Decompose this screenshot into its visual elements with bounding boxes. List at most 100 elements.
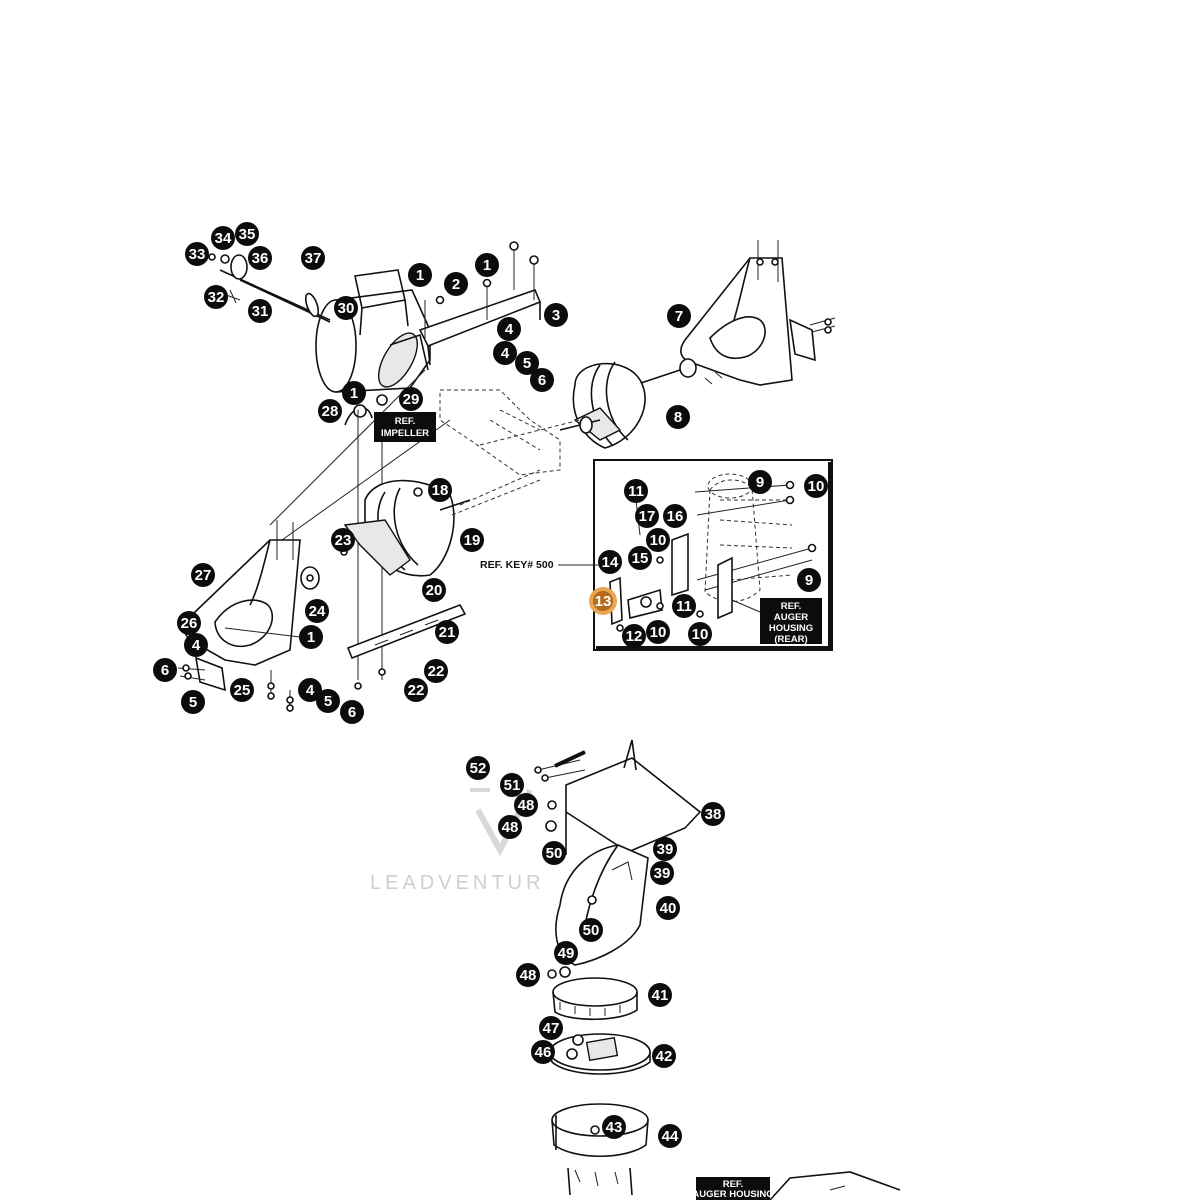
callout-33[interactable]: 33	[185, 242, 209, 266]
callout-number: 1	[416, 267, 424, 284]
callout-20[interactable]: 20	[422, 578, 446, 602]
ref-box-impeller-line-2: IMPELLER	[381, 428, 429, 439]
callout-22[interactable]: 22	[424, 659, 448, 683]
callout-17[interactable]: 17	[635, 504, 659, 528]
callout-bubble	[656, 896, 680, 920]
callout-number: 40	[660, 900, 677, 917]
callout-11[interactable]: 11	[624, 479, 648, 503]
callout-number: 4	[505, 321, 514, 338]
callout-number: 10	[650, 532, 667, 549]
watermark-text: LEADVENTUR	[370, 872, 544, 894]
callout-50[interactable]: 50	[579, 918, 603, 942]
callout-7[interactable]: 7	[667, 304, 691, 328]
callout-1[interactable]: 1	[475, 253, 499, 277]
callout-50[interactable]: 50	[542, 841, 566, 865]
callout-4[interactable]: 4	[298, 678, 322, 702]
callout-24[interactable]: 24	[305, 599, 329, 623]
callout-49[interactable]: 49	[554, 941, 578, 965]
callout-51[interactable]: 51	[500, 773, 524, 797]
callout-10[interactable]: 10	[688, 622, 712, 646]
callout-44[interactable]: 44	[658, 1124, 682, 1148]
callout-5[interactable]: 5	[181, 690, 205, 714]
callout-5[interactable]: 5	[515, 351, 539, 375]
callout-5[interactable]: 5	[316, 689, 340, 713]
callout-47[interactable]: 47	[539, 1016, 563, 1040]
callout-number: 15	[632, 550, 649, 567]
callout-bubble	[204, 285, 228, 309]
callout-52[interactable]: 52	[466, 756, 490, 780]
callout-number: 6	[538, 372, 546, 389]
callout-38[interactable]: 38	[701, 802, 725, 826]
callout-25[interactable]: 25	[230, 678, 254, 702]
callout-number: 50	[583, 922, 600, 939]
callout-39[interactable]: 39	[653, 837, 677, 861]
callout-13[interactable]: 13	[589, 587, 617, 615]
callout-4[interactable]: 4	[493, 341, 517, 365]
callout-14[interactable]: 14	[598, 550, 622, 574]
callout-48[interactable]: 48	[514, 793, 538, 817]
callout-18[interactable]: 18	[428, 478, 452, 502]
callout-1[interactable]: 1	[299, 625, 323, 649]
callout-23[interactable]: 23	[331, 528, 355, 552]
callout-21[interactable]: 21	[435, 620, 459, 644]
callout-32[interactable]: 32	[204, 285, 228, 309]
impeller-housing-assembly	[208, 241, 561, 680]
left-side-plate-assembly	[177, 520, 320, 712]
callout-4[interactable]: 4	[497, 317, 521, 341]
callout-27[interactable]: 27	[191, 563, 215, 587]
callout-16[interactable]: 16	[663, 504, 687, 528]
ref-box-auger-housing-rear: REF. AUGER HOUSING (REAR)	[760, 598, 822, 645]
callout-28[interactable]: 28	[318, 399, 342, 423]
callout-9[interactable]: 9	[797, 568, 821, 592]
callout-number: 22	[428, 663, 445, 680]
callout-35[interactable]: 35	[235, 222, 259, 246]
callout-34[interactable]: 34	[211, 226, 235, 250]
callout-number: 19	[464, 532, 481, 549]
callout-19[interactable]: 19	[460, 528, 484, 552]
callout-46[interactable]: 46	[531, 1040, 555, 1064]
callout-bubble	[475, 253, 499, 277]
callout-10[interactable]: 10	[646, 528, 670, 552]
callout-1[interactable]: 1	[342, 381, 366, 405]
callout-48[interactable]: 48	[516, 963, 540, 987]
callout-12[interactable]: 12	[622, 624, 646, 648]
callout-36[interactable]: 36	[248, 246, 272, 270]
callout-39[interactable]: 39	[650, 861, 674, 885]
callout-10[interactable]: 10	[804, 474, 828, 498]
callout-30[interactable]: 30	[334, 296, 358, 320]
callout-number: 49	[558, 945, 575, 962]
callout-4[interactable]: 4	[184, 633, 208, 657]
callout-number: 43	[606, 1119, 623, 1136]
callout-42[interactable]: 42	[652, 1044, 676, 1068]
callout-8[interactable]: 8	[666, 405, 690, 429]
callout-6[interactable]: 6	[530, 368, 554, 392]
callout-bubble	[516, 963, 540, 987]
callout-bubble	[624, 479, 648, 503]
callout-number: 5	[523, 355, 531, 372]
callout-6[interactable]: 6	[340, 700, 364, 724]
callout-48[interactable]: 48	[498, 815, 522, 839]
callout-6[interactable]: 6	[153, 658, 177, 682]
callout-15[interactable]: 15	[628, 546, 652, 570]
callout-2[interactable]: 2	[444, 272, 468, 296]
callout-bubble	[331, 528, 355, 552]
callout-22[interactable]: 22	[404, 678, 428, 702]
callout-9[interactable]: 9	[748, 470, 772, 494]
callout-40[interactable]: 40	[656, 896, 680, 920]
callout-37[interactable]: 37	[301, 246, 325, 270]
callout-43[interactable]: 43	[602, 1115, 626, 1139]
callout-31[interactable]: 31	[248, 299, 272, 323]
callout-11[interactable]: 11	[672, 594, 696, 618]
ref-key-label: REF. KEY# 500	[480, 559, 554, 571]
callout-number: 38	[705, 806, 722, 823]
callout-26[interactable]: 26	[177, 611, 201, 635]
callout-41[interactable]: 41	[648, 983, 672, 1007]
callout-3[interactable]: 3	[544, 303, 568, 327]
callout-number: 8	[674, 409, 682, 426]
callout-number: 16	[667, 508, 684, 525]
callout-1[interactable]: 1	[408, 263, 432, 287]
callout-number: 9	[805, 572, 813, 589]
callout-10[interactable]: 10	[646, 620, 670, 644]
callout-number: 25	[234, 682, 251, 699]
callout-29[interactable]: 29	[399, 387, 423, 411]
